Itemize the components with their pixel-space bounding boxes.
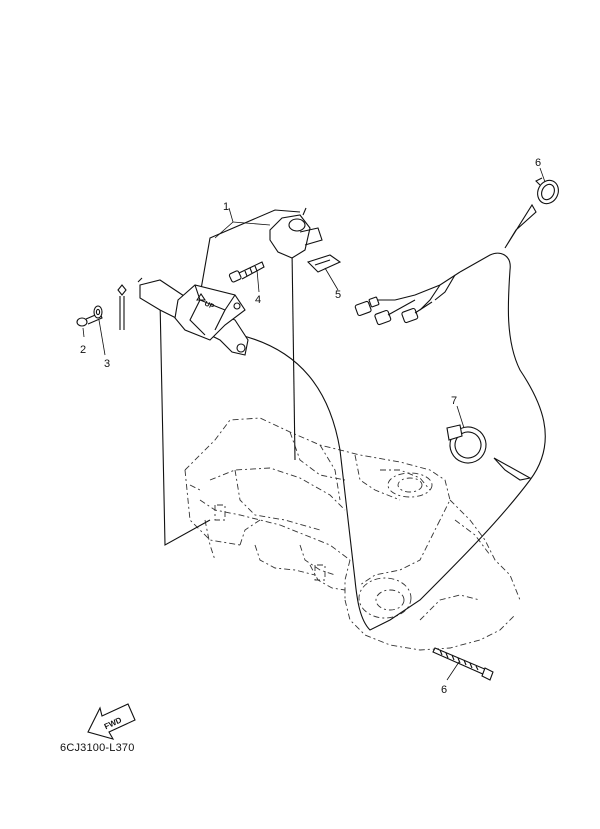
wire-connectors bbox=[354, 296, 433, 326]
callout-3: 3 bbox=[104, 358, 110, 370]
swivel-bracket-outline bbox=[184, 417, 521, 651]
sensor-cable bbox=[239, 252, 546, 631]
callout-4: 4 bbox=[255, 294, 261, 306]
callout-6-bottom: 6 bbox=[441, 684, 447, 696]
band-clamp bbox=[446, 424, 487, 464]
callout-1: 1 bbox=[223, 201, 229, 213]
up-marking: UP bbox=[203, 300, 215, 311]
bolt bbox=[228, 261, 265, 283]
washer bbox=[93, 305, 103, 319]
leader-lines bbox=[82, 167, 546, 681]
fwd-arrow: FWD bbox=[87, 703, 136, 740]
spring-pin bbox=[117, 277, 143, 330]
direction-arrow-lower bbox=[493, 457, 532, 481]
hose-clip-top bbox=[535, 177, 559, 205]
callout-6-top: 6 bbox=[535, 157, 541, 169]
callout-5: 5 bbox=[335, 289, 341, 301]
direction-arrow-top bbox=[504, 203, 537, 249]
cable-clip bbox=[306, 254, 342, 273]
callout-7: 7 bbox=[451, 395, 457, 407]
callout-2: 2 bbox=[80, 344, 86, 356]
cable-tie bbox=[432, 647, 494, 681]
bracket-outline-lines bbox=[159, 209, 301, 546]
diagram-reference-code: 6CJ3100-L370 bbox=[60, 742, 135, 754]
trim-sensor-assembly: UP bbox=[139, 207, 323, 356]
